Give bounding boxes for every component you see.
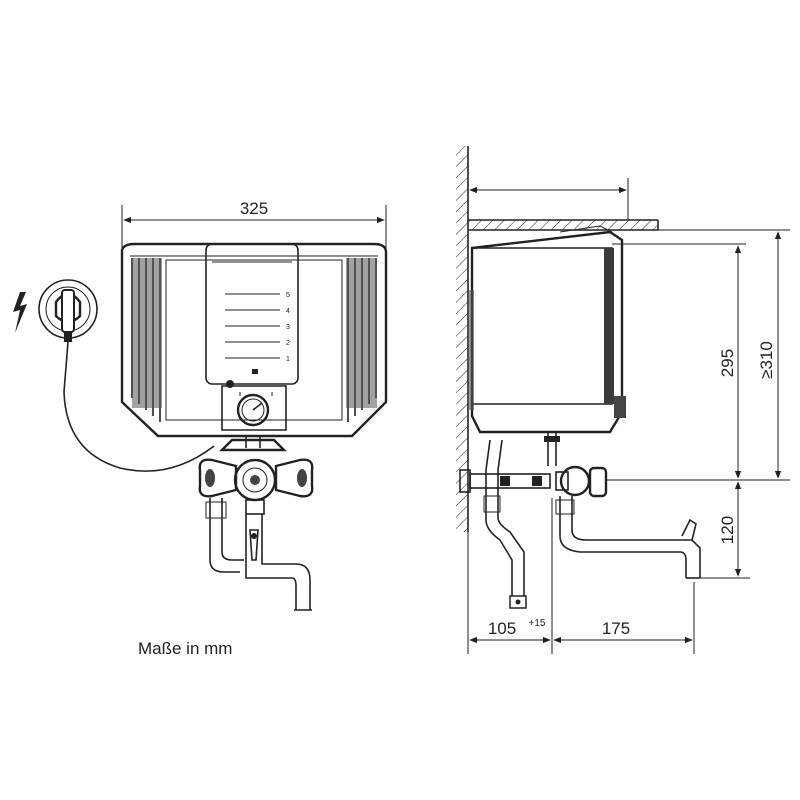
dimension-label-105-tolerance: +15 — [529, 618, 546, 629]
side-view: 295 ≥310 120 105 +15 175 — [456, 146, 790, 654]
cabinet-bottom — [468, 219, 659, 231]
water-heater-side — [468, 225, 626, 434]
power-cable — [63, 341, 215, 472]
dimension-label-175: 175 — [602, 619, 630, 638]
temperature-knob — [236, 393, 270, 427]
dimension-depth-top — [469, 178, 629, 220]
scale-mark-5: 5 — [286, 292, 290, 299]
dimension-depth-bottom: 105 +15 175 — [467, 498, 695, 654]
dimension-width-front: 325 — [121, 199, 387, 250]
front-view: 325 5 4 — [13, 199, 388, 658]
dimension-label-310: ≥310 — [757, 341, 776, 379]
wall — [456, 146, 469, 532]
scale-mark-4: 4 — [286, 308, 290, 315]
scale-marks: 5 4 3 2 1 — [225, 292, 290, 363]
dimension-label-120: 120 — [718, 516, 737, 544]
dimension-label-325: 325 — [240, 199, 268, 218]
power-connection — [13, 279, 215, 472]
dimension-label-105: 105 — [488, 619, 516, 638]
water-heater-body — [120, 242, 388, 438]
scale-mark-1: 1 — [286, 356, 290, 363]
dimension-height-120: 120 — [700, 481, 750, 579]
wall-socket — [38, 279, 98, 342]
control-panel — [221, 380, 287, 431]
dimension-label-295: 295 — [718, 349, 737, 377]
level-window: 5 4 3 2 1 — [205, 243, 299, 385]
front-mixing-valve — [198, 436, 314, 611]
scale-mark-3: 3 — [286, 324, 290, 331]
side-mixing-valve — [459, 432, 701, 609]
scale-mark-2: 2 — [286, 340, 290, 347]
lightning-bolt-icon — [13, 292, 27, 333]
indicator-lamp — [226, 380, 234, 388]
dimension-height-295: 295 — [606, 243, 790, 481]
dimension-height-310: ≥310 — [658, 229, 790, 479]
units-caption: Maße in mm — [138, 639, 232, 658]
